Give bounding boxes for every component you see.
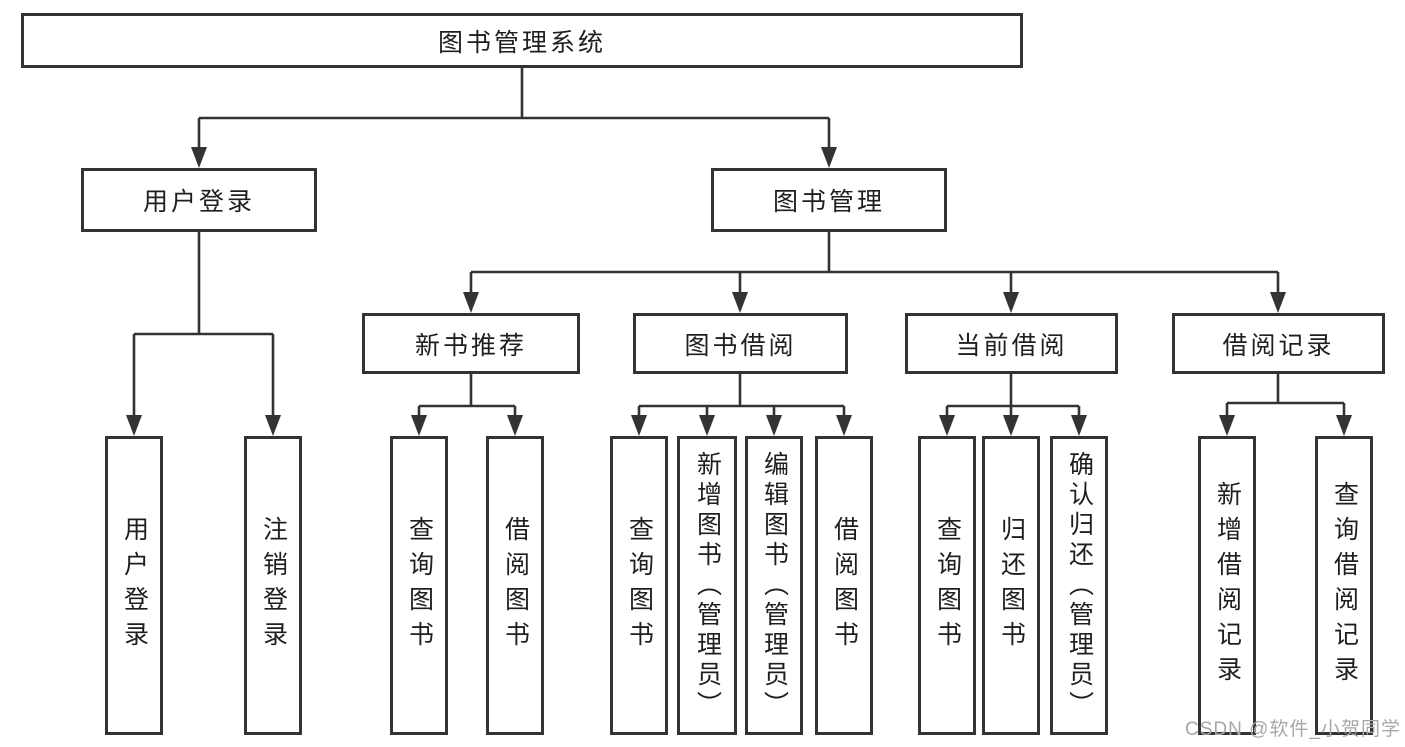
connector-borrow-records-children bbox=[1225, 374, 1346, 418]
leaf-borrowing-add-book-admin: 新增图书（管理员） bbox=[677, 436, 737, 735]
leaf-current-confirm-return-admin: 确认归还（管理员） bbox=[1050, 436, 1108, 735]
leaf-borrowing-add-book-admin-label: 新增图书（管理员） bbox=[693, 450, 722, 721]
node-current-borrowing: 当前借阅 bbox=[905, 313, 1118, 374]
leaf-records-add-record: 新增借阅记录 bbox=[1198, 436, 1256, 735]
arrowheads bbox=[126, 147, 1352, 436]
connector-current-borrow-children bbox=[945, 374, 1081, 418]
node-book-borrowing-label: 图书借阅 bbox=[684, 331, 797, 360]
node-borrow-records: 借阅记录 bbox=[1172, 313, 1385, 374]
leaf-records-query-record-label: 查询借阅记录 bbox=[1330, 480, 1359, 691]
leaf-logout-label: 注销登录 bbox=[259, 515, 288, 656]
connector-root-to-level2 bbox=[197, 68, 831, 148]
node-book-borrowing: 图书借阅 bbox=[633, 313, 848, 374]
leaf-borrowing-borrow-books: 借阅图书 bbox=[815, 436, 873, 735]
leaf-logout: 注销登录 bbox=[244, 436, 302, 735]
node-book-management: 图书管理 bbox=[711, 168, 947, 232]
leaf-newbooks-borrow-books: 借阅图书 bbox=[486, 436, 544, 735]
leaf-records-add-record-label: 新增借阅记录 bbox=[1213, 480, 1242, 691]
leaf-borrowing-query-books: 查询图书 bbox=[610, 436, 668, 735]
node-user-login: 用户登录 bbox=[81, 168, 317, 232]
leaf-newbooks-borrow-books-label: 借阅图书 bbox=[501, 515, 530, 656]
leaf-borrowing-edit-book-admin-label: 编辑图书（管理员） bbox=[760, 450, 789, 721]
leaf-current-return-books: 归还图书 bbox=[982, 436, 1040, 735]
leaf-user-login: 用户登录 bbox=[105, 436, 163, 735]
node-current-borrowing-label: 当前借阅 bbox=[955, 331, 1068, 360]
node-new-book-recommend: 新书推荐 bbox=[362, 313, 580, 374]
node-library-system: 图书管理系统 bbox=[21, 13, 1023, 68]
leaf-current-confirm-return-admin-label: 确认归还（管理员） bbox=[1065, 450, 1094, 721]
leaf-user-login-label: 用户登录 bbox=[120, 515, 149, 656]
leaf-borrowing-borrow-books-label: 借阅图书 bbox=[830, 515, 859, 656]
leaf-newbooks-query-books: 查询图书 bbox=[390, 436, 448, 735]
leaf-borrowing-edit-book-admin: 编辑图书（管理员） bbox=[745, 436, 803, 735]
connector-book-borrow-children bbox=[637, 374, 846, 418]
node-book-management-label: 图书管理 bbox=[772, 188, 885, 216]
leaf-current-query-books-label: 查询图书 bbox=[933, 515, 962, 656]
csdn-watermark: CSDN @软件_小贺同学 bbox=[1185, 719, 1401, 740]
node-borrow-records-label: 借阅记录 bbox=[1222, 331, 1335, 360]
leaf-newbooks-query-books-label: 查询图书 bbox=[405, 515, 434, 656]
leaf-current-return-books-label: 归还图书 bbox=[997, 515, 1026, 656]
leaf-current-query-books: 查询图书 bbox=[918, 436, 976, 735]
leaf-borrowing-query-books-label: 查询图书 bbox=[625, 515, 654, 656]
leaf-records-query-record: 查询借阅记录 bbox=[1315, 436, 1373, 735]
node-library-system-label: 图书管理系统 bbox=[437, 28, 606, 57]
connector-user-login-children bbox=[132, 232, 275, 418]
connector-new-books-children bbox=[417, 374, 517, 418]
node-new-book-recommend-label: 新书推荐 bbox=[414, 331, 527, 360]
connector-book-mgmt-to-level3 bbox=[469, 232, 1280, 295]
node-user-login-label: 用户登录 bbox=[142, 188, 255, 216]
